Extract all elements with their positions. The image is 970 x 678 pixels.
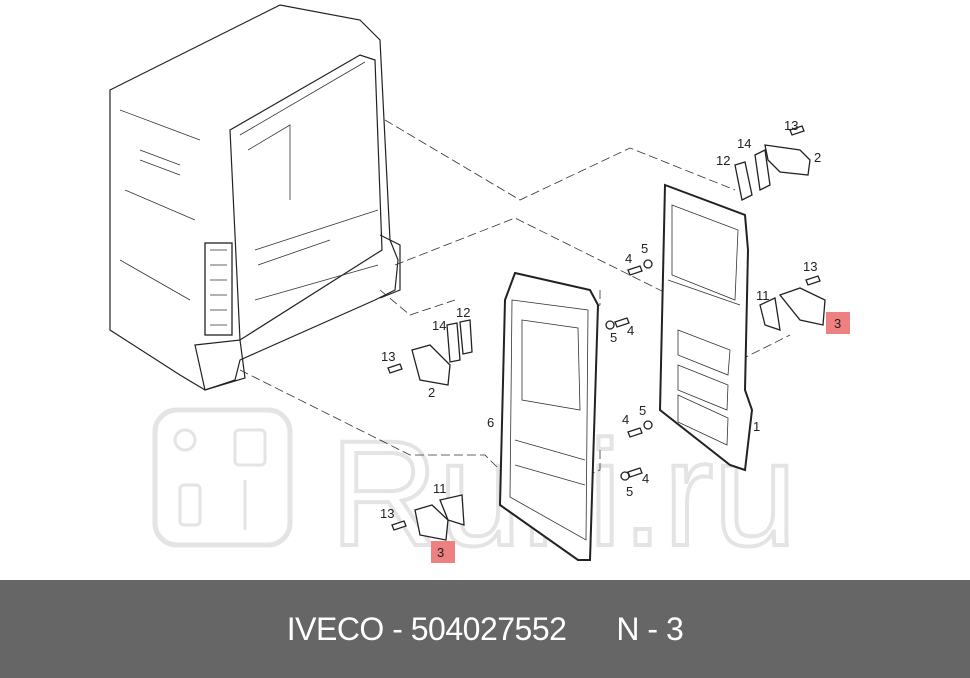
van-body-drawing <box>109 4 401 391</box>
separator: - <box>383 610 411 647</box>
diagram-position: N - 3 <box>616 610 684 647</box>
brand-name: IVECO <box>286 610 385 647</box>
callout-11: 11 <box>756 288 770 303</box>
hinge-parts <box>387 125 826 541</box>
callout-labels: 13 14 12 2 4 5 13 11 3 12 14 13 2 5 4 6 … <box>380 118 841 560</box>
callout-3-highlighted: 3 <box>437 545 444 560</box>
callout-5: 5 <box>610 330 617 345</box>
callout-14: 14 <box>737 136 751 151</box>
callout-2: 2 <box>814 150 821 165</box>
callout-2: 2 <box>428 385 435 400</box>
callout-4: 4 <box>627 323 634 338</box>
callout-13: 13 <box>784 118 798 133</box>
highlight-box-right-3 <box>826 312 850 334</box>
callout-1: 1 <box>753 419 760 434</box>
callout-5: 5 <box>639 403 646 418</box>
highlight-box-bottom-3 <box>431 541 455 563</box>
callout-4: 4 <box>625 251 632 266</box>
callout-13: 13 <box>380 506 394 521</box>
callout-3-highlighted: 3 <box>834 316 841 331</box>
callout-4: 4 <box>642 471 649 486</box>
callout-5: 5 <box>626 484 633 499</box>
parts-diagram: Rulli.ru <box>109 4 850 579</box>
callout-11: 11 <box>433 481 447 496</box>
callout-13: 13 <box>381 349 395 364</box>
callout-4: 4 <box>622 412 629 427</box>
part-info-footer: IVECO - 504027552 N - 3 <box>0 580 970 678</box>
callout-6: 6 <box>487 415 494 430</box>
callout-14: 14 <box>432 318 446 333</box>
callout-12: 12 <box>456 305 470 320</box>
callout-13: 13 <box>803 259 817 274</box>
left-door-panel <box>498 271 600 561</box>
right-door-panel <box>658 183 754 472</box>
part-number: 504027552 <box>410 610 567 647</box>
callout-5: 5 <box>641 241 648 256</box>
callout-12: 12 <box>716 153 730 168</box>
